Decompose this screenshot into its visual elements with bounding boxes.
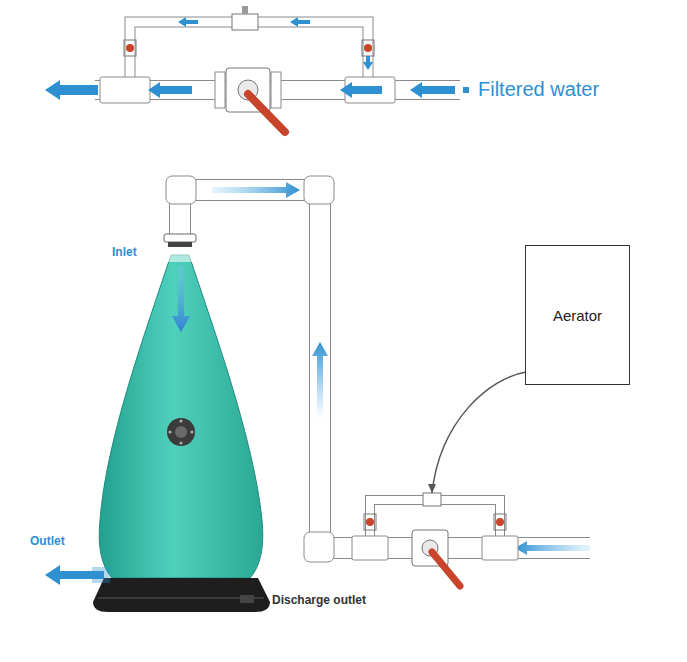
valve-detail (45, 6, 469, 132)
callout-label: Discharge outlet (272, 594, 366, 608)
device-label: Aerator (553, 307, 602, 324)
callout-label: Inlet (112, 246, 137, 260)
aeration-system (45, 176, 590, 612)
callout-label: Outlet (30, 535, 65, 549)
callout-label: Filtered water (478, 78, 599, 101)
device-box: Aerator (525, 245, 630, 385)
